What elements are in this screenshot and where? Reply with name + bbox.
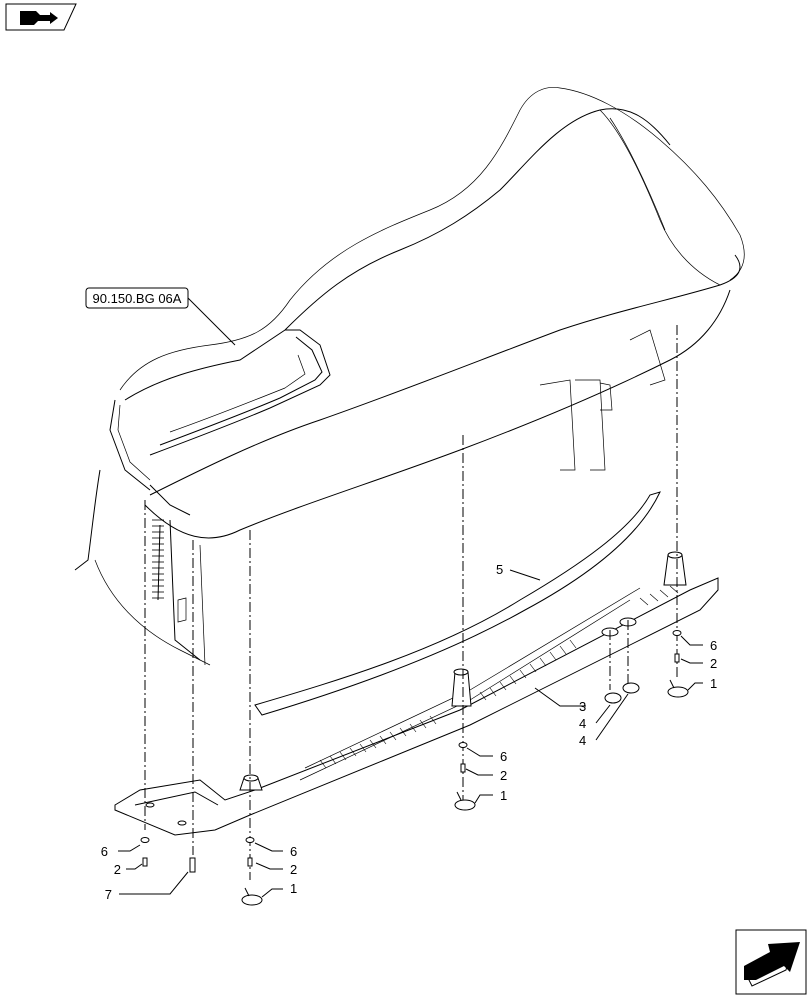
callout-2: 2 [290,862,297,877]
callout-4: 4 [579,716,586,731]
reference-label-box[interactable]: 90.150.BG 06A [85,287,236,346]
floor-trim-panel [114,551,719,836]
page-navigation-icon[interactable] [5,3,77,31]
callout-6: 6 [710,638,717,653]
fasteners [140,630,689,906]
callout-7: 7 [105,887,112,902]
callout-2: 2 [500,768,507,783]
alignment-lines [144,325,678,880]
callout-1: 1 [710,676,717,691]
seal-strip [254,491,661,716]
callout-1: 1 [500,788,507,803]
callout-5: 5 [496,562,503,577]
cab-console-drawing [74,86,745,666]
callout-6: 6 [101,844,108,859]
callout-2: 2 [114,862,121,877]
callout-6: 6 [290,844,297,859]
next-page-arrow-icon[interactable] [735,929,807,995]
callout-2: 2 [710,656,717,671]
callout-4: 4 [579,733,586,748]
callout-numbers: 6 2 7 6 2 1 6 2 1 6 2 1 3 4 4 5 [101,562,717,902]
callout-3: 3 [579,699,586,714]
reference-label: 90.150.BG 06A [93,291,182,306]
callout-6: 6 [500,749,507,764]
callout-1: 1 [290,881,297,896]
leader-lines [118,569,703,898]
